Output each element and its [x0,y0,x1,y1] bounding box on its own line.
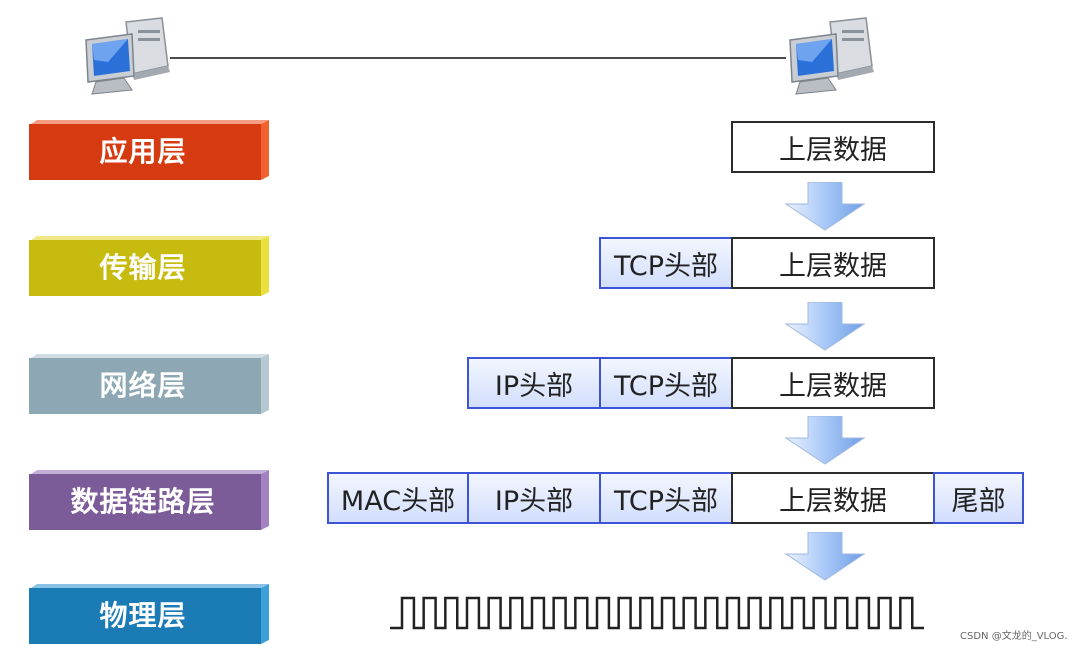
layer-block-shape [29,236,269,296]
layer-block-shape [29,470,269,530]
computer-icon-left [85,17,170,95]
layer-block-shape [29,120,269,180]
layer-transport: 传输层 [25,236,270,296]
layer-label-physical: 物理层 [99,599,187,632]
layer-application: 应用层 [25,120,270,180]
down-arrow-icon [784,302,866,351]
layer-datalink: 数据链路层 [25,470,270,530]
layer-block-shape [29,584,269,644]
tcp-header-cell: TCP头部 [599,237,733,289]
upper-data-cell: 上层数据 [731,472,935,524]
watermark: CSDN @文龙的_VLOG. [960,631,1068,642]
ip-header-cell: IP头部 [467,472,601,524]
down-arrow-icon [784,182,866,231]
network-link-line [170,57,786,59]
upper-data-cell: 上层数据 [731,357,935,409]
layer-block-shape [29,354,269,414]
down-arrow-icon [784,416,866,465]
signal-waveform [390,596,924,630]
layer-label-network: 网络层 [99,369,187,402]
layer-label-application: 应用层 [99,135,187,168]
tcp-header-cell: TCP头部 [599,472,733,524]
layer-network: 网络层 [25,354,270,414]
computer-icon-right [789,17,874,95]
upper-data-cell: 上层数据 [731,121,935,173]
trailer-cell: 尾部 [933,472,1024,524]
layer-label-datalink: 数据链路层 [70,485,216,518]
tcp-header-cell: TCP头部 [599,357,733,409]
ip-header-cell: IP头部 [467,357,601,409]
layer-label-transport: 传输层 [99,251,187,284]
layer-physical: 物理层 [25,584,270,644]
upper-data-cell: 上层数据 [731,237,935,289]
mac-header-cell: MAC头部 [327,472,469,524]
square-wave-line [390,596,924,630]
down-arrow-icon [784,532,866,581]
